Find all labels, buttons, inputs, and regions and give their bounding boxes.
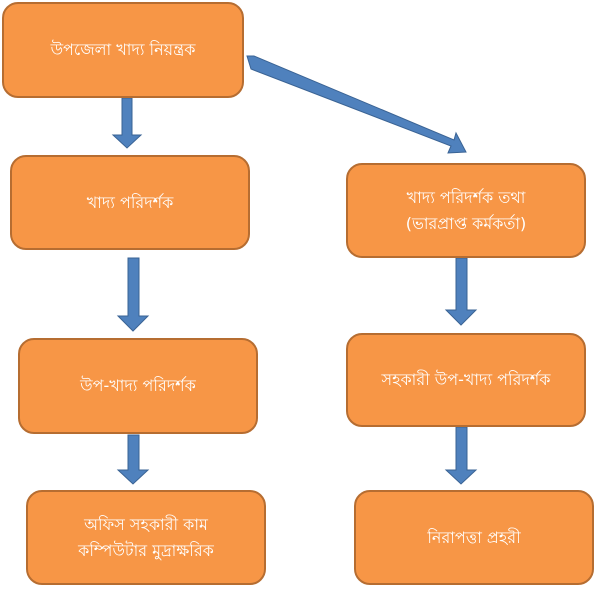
arrow-incharge-to-assistant-sub-inspector — [444, 257, 478, 326]
node-label-line1: অফিস সহকারী কাম — [84, 514, 208, 534]
arrow-assistant-sub-inspector-to-guard — [444, 426, 478, 485]
node-assistant-sub-food-inspector: সহকারী উপ-খাদ্য পরিদর্শক — [346, 333, 586, 427]
node-office-assistant: অফিস সহকারী কাম কম্পিউটার মুদ্রাক্ষরিক — [26, 490, 266, 585]
arrow-controller-to-incharge — [246, 55, 467, 154]
node-upazila-food-controller: উপজেলা খাদ্য নিয়ন্ত্রক — [2, 2, 244, 98]
arrow-inspector-to-sub-inspector — [116, 257, 150, 332]
node-sub-food-inspector: উপ-খাদ্য পরিদর্শক — [18, 338, 258, 434]
node-label-line2: কম্পিউটার মুদ্রাক্ষরিক — [78, 540, 214, 560]
node-security-guard: নিরাপত্তা প্রহরী — [354, 490, 594, 585]
node-label-line1: খাদ্য পরিদর্শক তথা — [406, 187, 526, 207]
node-label: সহকারী উপ-খাদ্য পরিদর্শক — [381, 370, 551, 390]
node-label: নিরাপত্তা প্রহরী — [427, 527, 521, 547]
node-food-inspector-incharge: খাদ্য পরিদর্শক তথা (ভারপ্রাপ্ত কর্মকর্তা… — [346, 163, 586, 258]
node-label-line2: (ভারপ্রাপ্ত কর্মকর্তা) — [405, 213, 527, 233]
arrow-controller-to-inspector — [111, 97, 143, 149]
node-food-inspector: খাদ্য পরিদর্শক — [10, 155, 250, 250]
arrow-sub-inspector-to-office-assistant — [116, 434, 150, 485]
node-label: উপ-খাদ্য পরিদর্শক — [80, 376, 196, 396]
node-label: খাদ্য পরিদর্শক — [86, 192, 174, 212]
node-label: উপজেলা খাদ্য নিয়ন্ত্রক — [50, 40, 196, 60]
